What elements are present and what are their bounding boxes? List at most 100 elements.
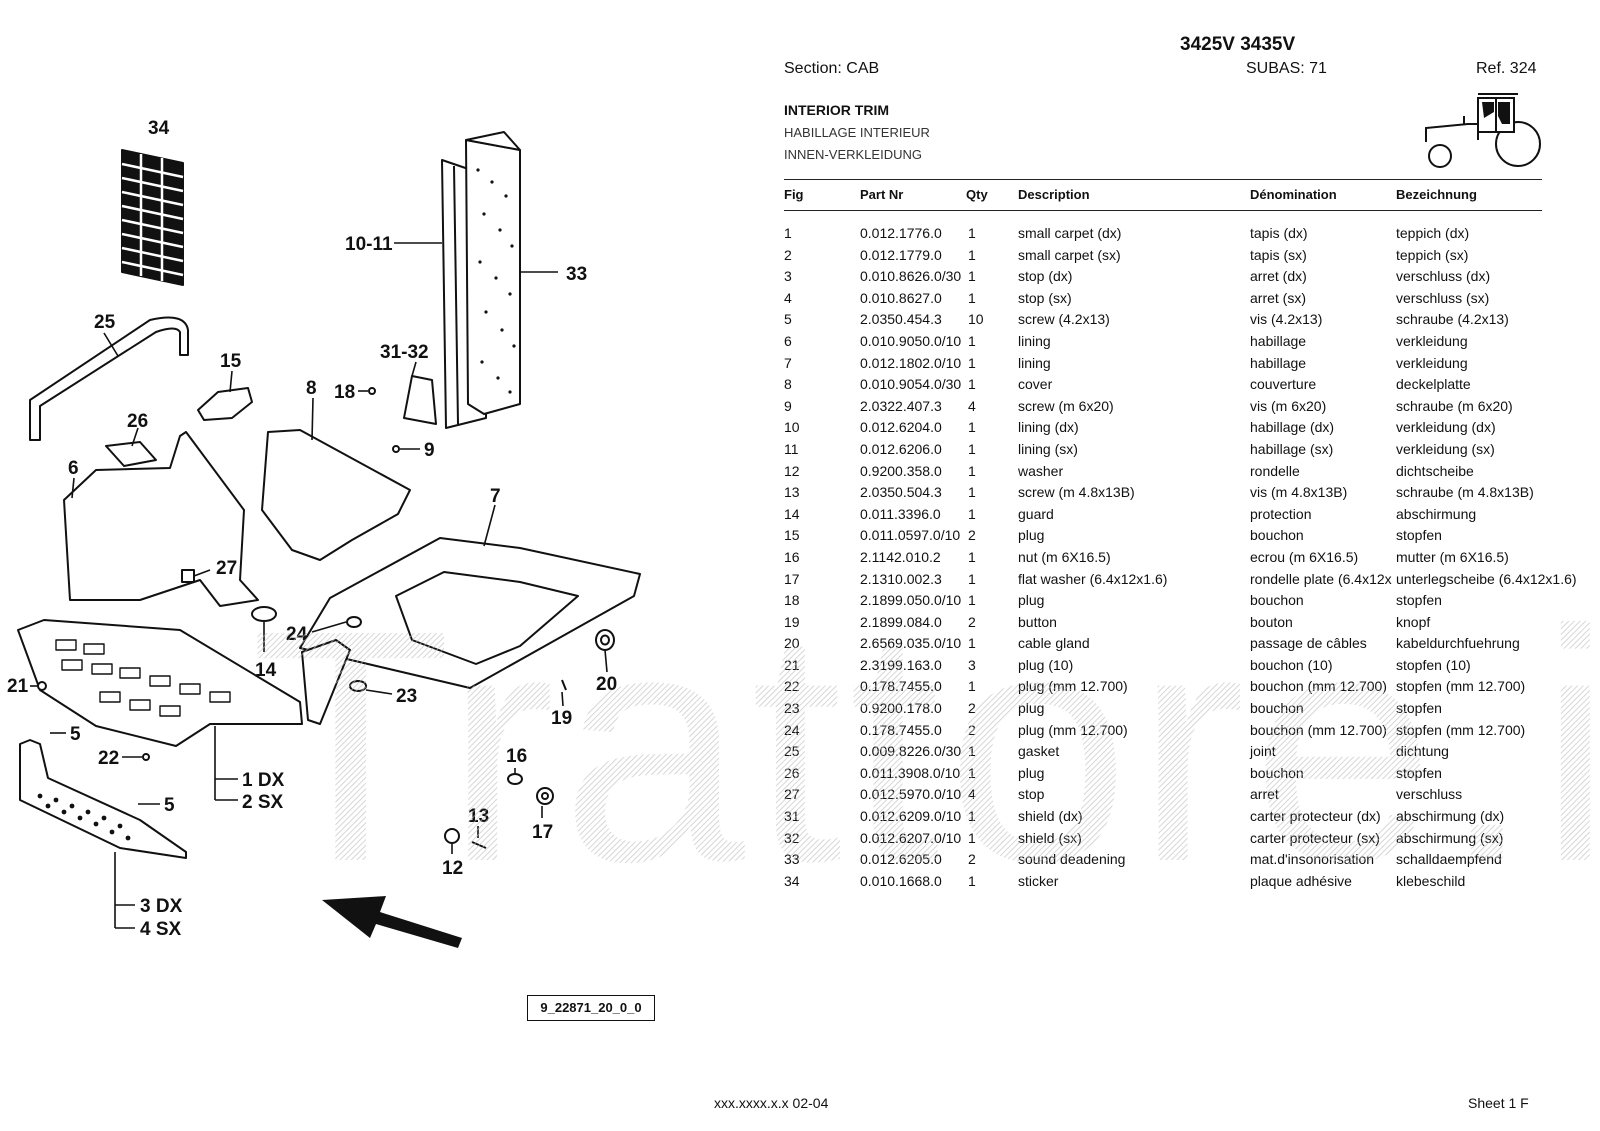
callout-15: 15 <box>220 351 242 372</box>
cell-denomination: arret <box>1250 786 1279 803</box>
callout-3-dx: 3 DX <box>140 896 183 917</box>
cell-description: plug (10) <box>1018 656 1074 673</box>
cell-denomination: passage de câbles <box>1250 635 1367 652</box>
cell-fig: 11 <box>784 440 799 457</box>
cell-part-nr: 0.011.3908.0/10 <box>860 764 961 781</box>
cell-description: screw (4.2x13) <box>1018 311 1110 328</box>
image-code: 9_22871_20_0_0 <box>527 995 655 1021</box>
cell-description: stop (dx) <box>1018 268 1073 285</box>
cell-qty: 1 <box>968 419 976 436</box>
cell-qty: 1 <box>968 592 976 609</box>
cell-qty: 1 <box>968 268 976 285</box>
cell-part-nr: 0.012.5970.0/10 <box>860 786 962 803</box>
cell-bezeichnung: stopfen (mm 12.700) <box>1396 721 1526 738</box>
cell-bezeichnung: stopfen <box>1396 527 1442 544</box>
title-french: HABILLAGE INTERIEUR <box>784 125 930 140</box>
callout-4-sx: 4 SX <box>140 919 182 940</box>
cell-denomination: arret (dx) <box>1250 268 1307 285</box>
cell-denomination: habillage (dx) <box>1250 419 1335 436</box>
cell-part-nr: 0.178.7455.0 <box>860 721 942 738</box>
cell-description: screw (m 6x20) <box>1018 397 1114 414</box>
exploded-parts-diagram: 34 10-11 33 25 15 31-32 18 9 8 26 6 7 27… <box>7 118 641 948</box>
footer-code: xxx.xxxx.x.x 02-04 <box>714 1095 829 1111</box>
cell-part-nr: 2.0350.454.3 <box>860 311 942 328</box>
cell-denomination: joint <box>1250 743 1276 760</box>
cell-qty: 1 <box>968 808 976 825</box>
cell-description: nut (m 6X16.5) <box>1018 548 1111 565</box>
small-carpet-drawing <box>17 619 303 747</box>
cell-qty: 4 <box>968 786 976 803</box>
stop-plate-drawing <box>19 739 187 859</box>
cell-bezeichnung: deckelplatte <box>1396 376 1471 393</box>
cell-bezeichnung: klebeschild <box>1396 872 1466 889</box>
callout-19: 19 <box>551 708 572 729</box>
cell-qty: 1 <box>968 743 976 760</box>
cell-fig: 4 <box>784 289 792 306</box>
col-denomination-header: Dénomination <box>1250 187 1337 202</box>
cell-bezeichnung: schraube (m 4.8x13B) <box>1396 484 1534 501</box>
cell-part-nr: 2.1142.010.2 <box>860 548 941 565</box>
callout-26: 26 <box>127 411 148 432</box>
cell-qty: 1 <box>968 332 976 349</box>
cell-part-nr: 0.010.1668.0 <box>860 872 942 889</box>
cell-description: lining <box>1018 332 1051 349</box>
cell-bezeichnung: unterlegscheibe (6.4x12x1.6) <box>1396 570 1577 587</box>
cell-qty: 1 <box>968 246 976 263</box>
cell-denomination: tapis (sx) <box>1250 246 1307 263</box>
plug-15-drawing <box>197 387 253 421</box>
cell-denomination: habillage <box>1250 332 1307 349</box>
cell-denomination: bouchon (mm 12.700) <box>1250 721 1387 738</box>
cell-fig: 12 <box>784 462 800 479</box>
cell-bezeichnung: verkleidung <box>1396 332 1468 349</box>
cell-fig: 20 <box>784 635 800 652</box>
callout-20: 20 <box>596 674 617 695</box>
section-label: Section: CAB <box>784 60 880 77</box>
cell-fig: 27 <box>784 786 800 803</box>
cell-denomination: carter protecteur (dx) <box>1250 808 1381 825</box>
cell-fig: 25 <box>784 743 800 760</box>
cell-part-nr: 0.012.1779.0 <box>860 246 942 263</box>
cell-bezeichnung: stopfen (mm 12.700) <box>1396 678 1526 695</box>
cell-part-nr: 2.1899.084.0 <box>860 613 942 630</box>
cell-qty: 2 <box>968 613 976 630</box>
callout-14: 14 <box>255 660 277 681</box>
cell-denomination: tapis (dx) <box>1250 225 1308 241</box>
cell-denomination: bouton <box>1250 613 1293 630</box>
cell-description: lining (dx) <box>1018 419 1079 436</box>
cell-fig: 18 <box>784 592 800 609</box>
cell-description: lining (sx) <box>1018 440 1078 457</box>
cell-part-nr: 2.0350.504.3 <box>860 484 942 501</box>
cell-denomination: bouchon <box>1250 592 1304 609</box>
cell-part-nr: 2.6569.035.0/10 <box>860 635 962 652</box>
cell-fig: 5 <box>784 311 792 328</box>
cell-description: cover <box>1018 376 1053 393</box>
cell-qty: 1 <box>968 872 976 889</box>
callout-21: 21 <box>7 676 29 697</box>
callout-5-bottom: 5 <box>164 795 175 816</box>
cell-bezeichnung: dichtung <box>1396 743 1449 760</box>
cell-fig: 17 <box>784 570 800 587</box>
lining-6-drawing <box>63 431 259 607</box>
cell-part-nr: 0.012.6206.0 <box>860 440 942 457</box>
cell-bezeichnung: teppich (dx) <box>1396 225 1470 241</box>
callout-18: 18 <box>334 382 355 403</box>
cell-part-nr: 2.1310.002.3 <box>860 570 942 587</box>
callout-25: 25 <box>94 312 116 333</box>
cell-description: plug (mm 12.700) <box>1018 721 1128 738</box>
cell-qty: 1 <box>968 764 976 781</box>
cell-fig: 7 <box>784 354 792 371</box>
table-header: Fig Part Nr Qty Description Dénomination… <box>784 179 1542 211</box>
col-part-nr-header: Part Nr <box>860 187 904 202</box>
plug-26-drawing <box>105 441 157 467</box>
cell-denomination: protection <box>1250 505 1312 522</box>
cell-description: gasket <box>1018 743 1060 760</box>
